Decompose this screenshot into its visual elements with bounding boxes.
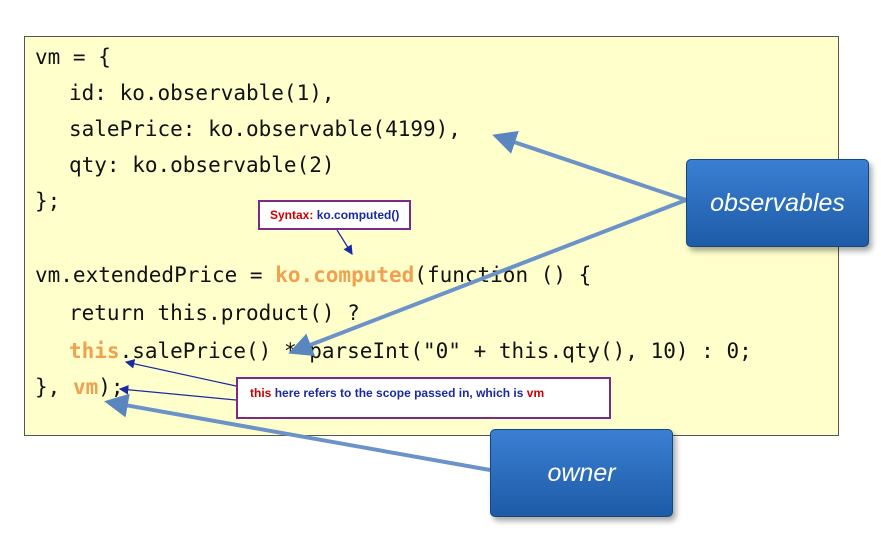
code-line-3: salePrice: ko.observable(4199), — [69, 117, 461, 141]
syntax-value: ko.computed() — [316, 208, 400, 222]
code-text: }, — [35, 375, 73, 399]
code-line-1: vm = { — [35, 45, 111, 69]
observables-label: observables — [686, 159, 869, 247]
code-line-2: id: ko.observable(1), — [69, 81, 335, 105]
keyword-ko-computed: ko.computed — [275, 263, 415, 287]
code-line-5: }; — [35, 189, 61, 213]
code-line-9: this.salePrice() * parseInt("0" + this.q… — [69, 339, 752, 363]
arrow-note-to-vm — [118, 385, 237, 401]
owner-label: owner — [490, 429, 673, 517]
code-text: .salePrice() * parseInt("0" + this.qty()… — [119, 339, 752, 363]
arrow-observables-to-this — [288, 198, 687, 356]
code-line-10: }, vm); — [35, 375, 124, 399]
callout-text: here refers to the scope passed in, whic… — [274, 386, 524, 400]
arrow-note-to-this — [124, 359, 237, 387]
syntax-callout: Syntax: ko.computed() — [258, 200, 412, 230]
this-scope-callout: this here refers to the scope passed in,… — [236, 377, 611, 419]
arrow-owner-to-vm — [104, 393, 491, 472]
code-text: vm.extendedPrice = — [35, 263, 276, 287]
code-line-4: qty: ko.observable(2) — [69, 153, 335, 177]
word-vm: vm — [526, 386, 545, 400]
keyword-this: this — [69, 339, 120, 363]
word-this: this — [250, 386, 272, 400]
keyword-vm: vm — [72, 375, 99, 399]
syntax-prefix: Syntax: — [270, 208, 314, 222]
arrow-syntax-to-kocomputed — [336, 229, 353, 256]
arrow-observables-to-saleprice — [492, 131, 687, 202]
code-line-8: return this.product() ? — [69, 301, 360, 325]
